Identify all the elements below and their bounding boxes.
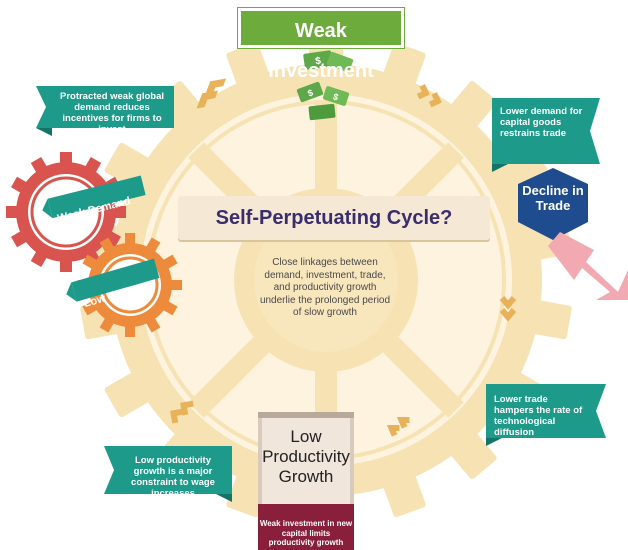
- decline-trade-hexagon: [518, 168, 588, 240]
- pink-trend-down-arrow-icon: [548, 232, 628, 300]
- ribbon-fold: [216, 494, 232, 502]
- weak-investment-label: Weak Investment: [238, 8, 404, 82]
- ribbon-fold: [492, 164, 508, 172]
- low-wages-tag: [66, 258, 160, 302]
- svg-text:$: $: [306, 87, 314, 98]
- cycle-title: Self-Perpetuating Cycle?: [178, 196, 490, 240]
- callout-bottom-left: Low productivity growth is a major const…: [116, 452, 230, 499]
- ribbon-fold: [486, 438, 502, 446]
- dollar-bills-icon: $ $ $: [296, 50, 354, 121]
- cycle-description: Close linkages between demand, investmen…: [259, 257, 391, 318]
- big-gear: [80, 33, 572, 527]
- low-productivity-text: Low Productivity Growth Weak investment …: [258, 413, 354, 550]
- callout-top-right: Lower demand for capital goods restrains…: [494, 100, 590, 162]
- decline-trade-label: Decline in Trade: [522, 183, 584, 213]
- chevron-arrows: [170, 78, 517, 437]
- low-productivity-title: Low Productivity Growth: [262, 427, 350, 486]
- callout-bottom-center: Weak investment in new capital limits pr…: [259, 519, 353, 547]
- weak-demand-tag: [42, 175, 146, 219]
- svg-text:$: $: [315, 56, 322, 68]
- callout-bottom-right: Lower trade hampers the rate of technolo…: [488, 388, 594, 438]
- ribbon-fold: [36, 128, 52, 136]
- callout-top-left: Protracted weak global demand reduces in…: [52, 86, 172, 135]
- low-productivity-card: [258, 412, 354, 550]
- svg-text:$: $: [332, 91, 340, 102]
